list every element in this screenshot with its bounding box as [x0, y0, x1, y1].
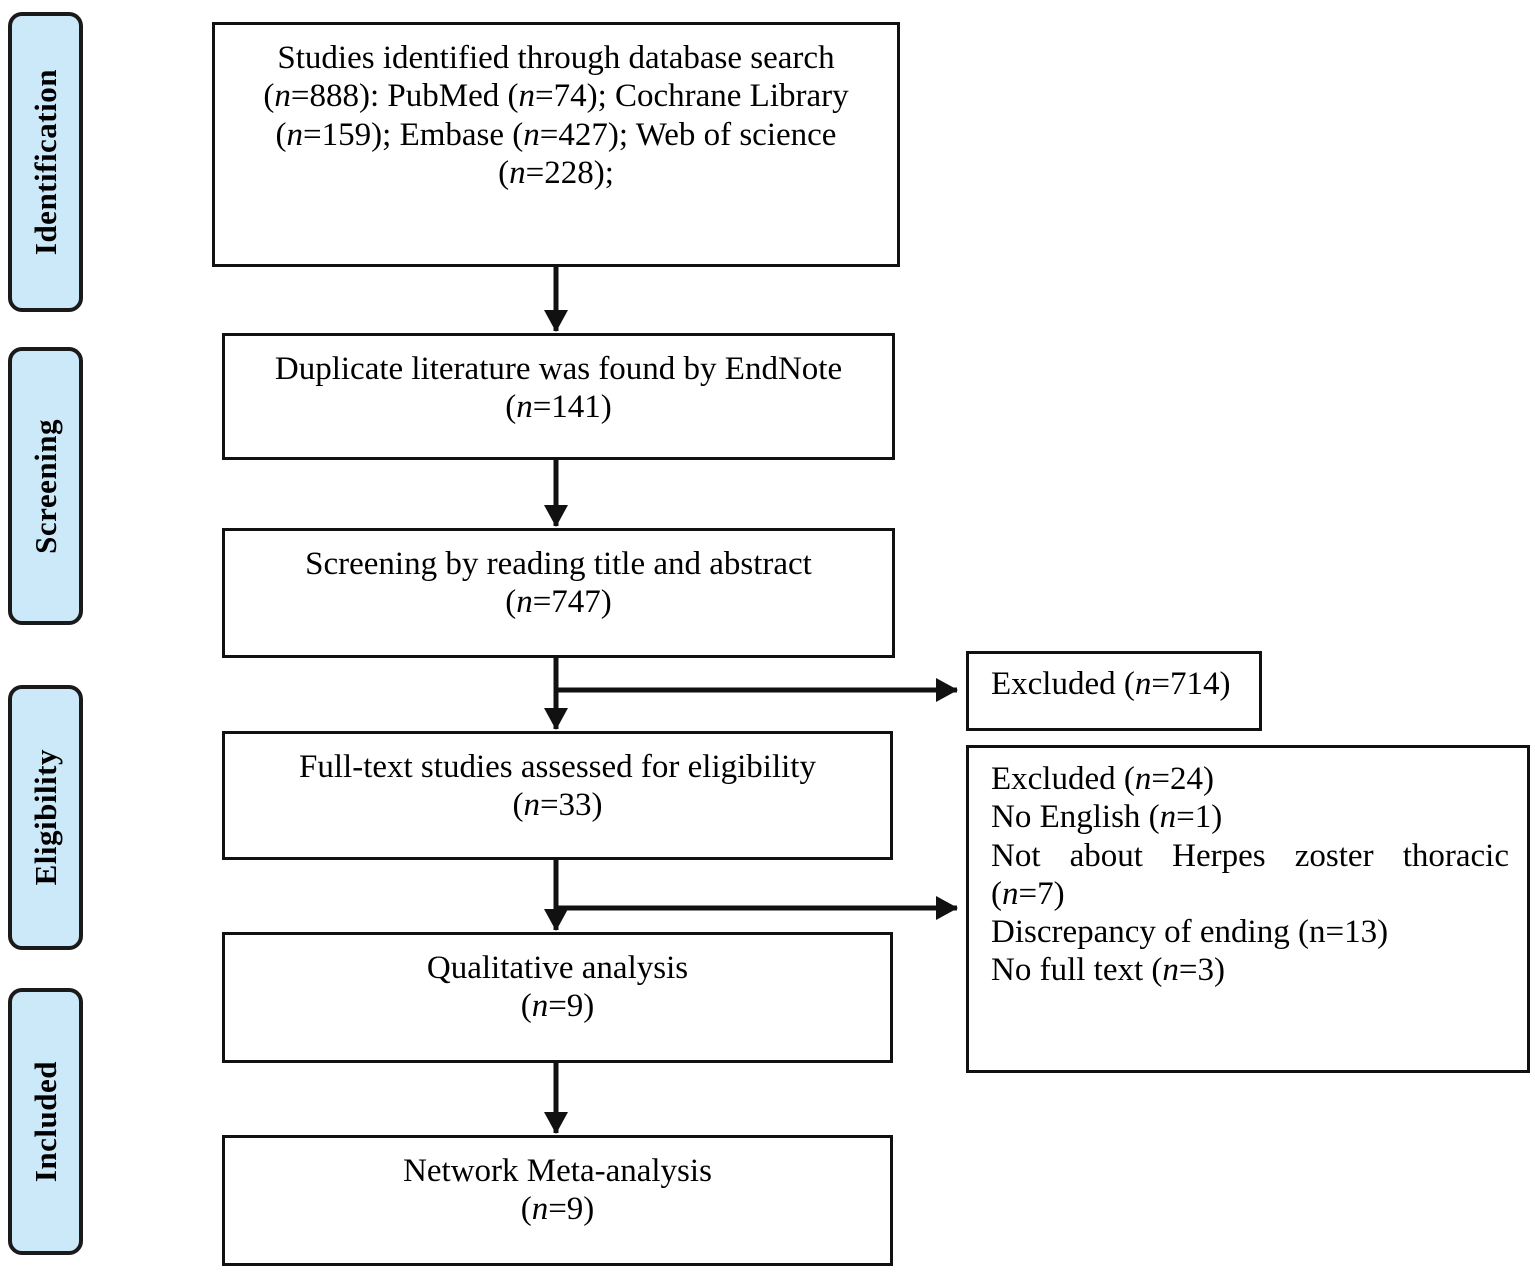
box-excluded-fulltext-total: Excluded (n=24): [991, 761, 1214, 797]
box-screening: Screening by reading title and abstract …: [222, 528, 895, 658]
stage-eligibility: Eligibility: [8, 685, 83, 950]
box-duplicates-line1: Duplicate literature was found by EndNot…: [274, 351, 843, 387]
box-studies-identified-line2: (n=888): PubMed (n=74); Cochrane Library: [263, 78, 849, 115]
box-studies-identified: Studies identified through database sear…: [212, 22, 900, 267]
box-duplicates-line2: (n=141): [505, 389, 612, 426]
box-screening-line1: Screening by reading title and abstract: [305, 546, 812, 582]
box-excluded-fulltext-reason-4: No full text (n=3): [991, 952, 1225, 989]
box-fulltext-assessed: Full-text studies assessed for eligibili…: [222, 731, 893, 860]
box-studies-identified-line1: Studies identified through database sear…: [277, 40, 835, 76]
box-qualitative-analysis: Qualitative analysis (n=9): [222, 932, 893, 1063]
box-studies-identified-line4: (n=228);: [498, 154, 614, 191]
box-fulltext-assessed-line2: (n=33): [512, 787, 603, 824]
box-excluded-fulltext-reason-2: Not about Herpes zoster thoracic: [991, 837, 1509, 874]
stage-included-label: Included: [28, 1060, 63, 1183]
box-studies-identified-line3: (n=159); Embase (n=427); Web of science: [275, 116, 837, 153]
box-excluded-fulltext-reason-1: No English (n=1): [991, 799, 1223, 836]
stage-included: Included: [8, 988, 83, 1255]
box-network-meta-analysis-line2: (n=9): [520, 1191, 595, 1228]
stage-screening-label: Screening: [28, 418, 63, 554]
box-network-meta-analysis: Network Meta-analysis (n=9): [222, 1135, 893, 1266]
box-excluded-fulltext-reason-2-count: (n=7): [991, 875, 1065, 912]
box-fulltext-assessed-line1: Full-text studies assessed for eligibili…: [299, 749, 816, 785]
box-qualitative-analysis-line1: Qualitative analysis: [426, 950, 689, 986]
stage-identification: Identification: [8, 12, 83, 312]
stage-identification-label: Identification: [28, 68, 63, 256]
box-duplicates: Duplicate literature was found by EndNot…: [222, 333, 895, 460]
stage-screening: Screening: [8, 347, 83, 625]
box-excluded-screening: Excluded (n=714): [966, 651, 1262, 731]
box-excluded-fulltext-reason-3: Discrepancy of ending (n=13): [991, 914, 1389, 951]
box-network-meta-analysis-line1: Network Meta-analysis: [403, 1153, 712, 1189]
box-excluded-screening-line1: Excluded (n=714): [991, 666, 1231, 702]
box-excluded-fulltext: Excluded (n=24) No English (n=1) Not abo…: [966, 745, 1530, 1073]
stage-eligibility-label: Eligibility: [28, 749, 63, 886]
box-qualitative-analysis-line2: (n=9): [520, 988, 595, 1025]
box-screening-line2: (n=747): [505, 584, 612, 621]
